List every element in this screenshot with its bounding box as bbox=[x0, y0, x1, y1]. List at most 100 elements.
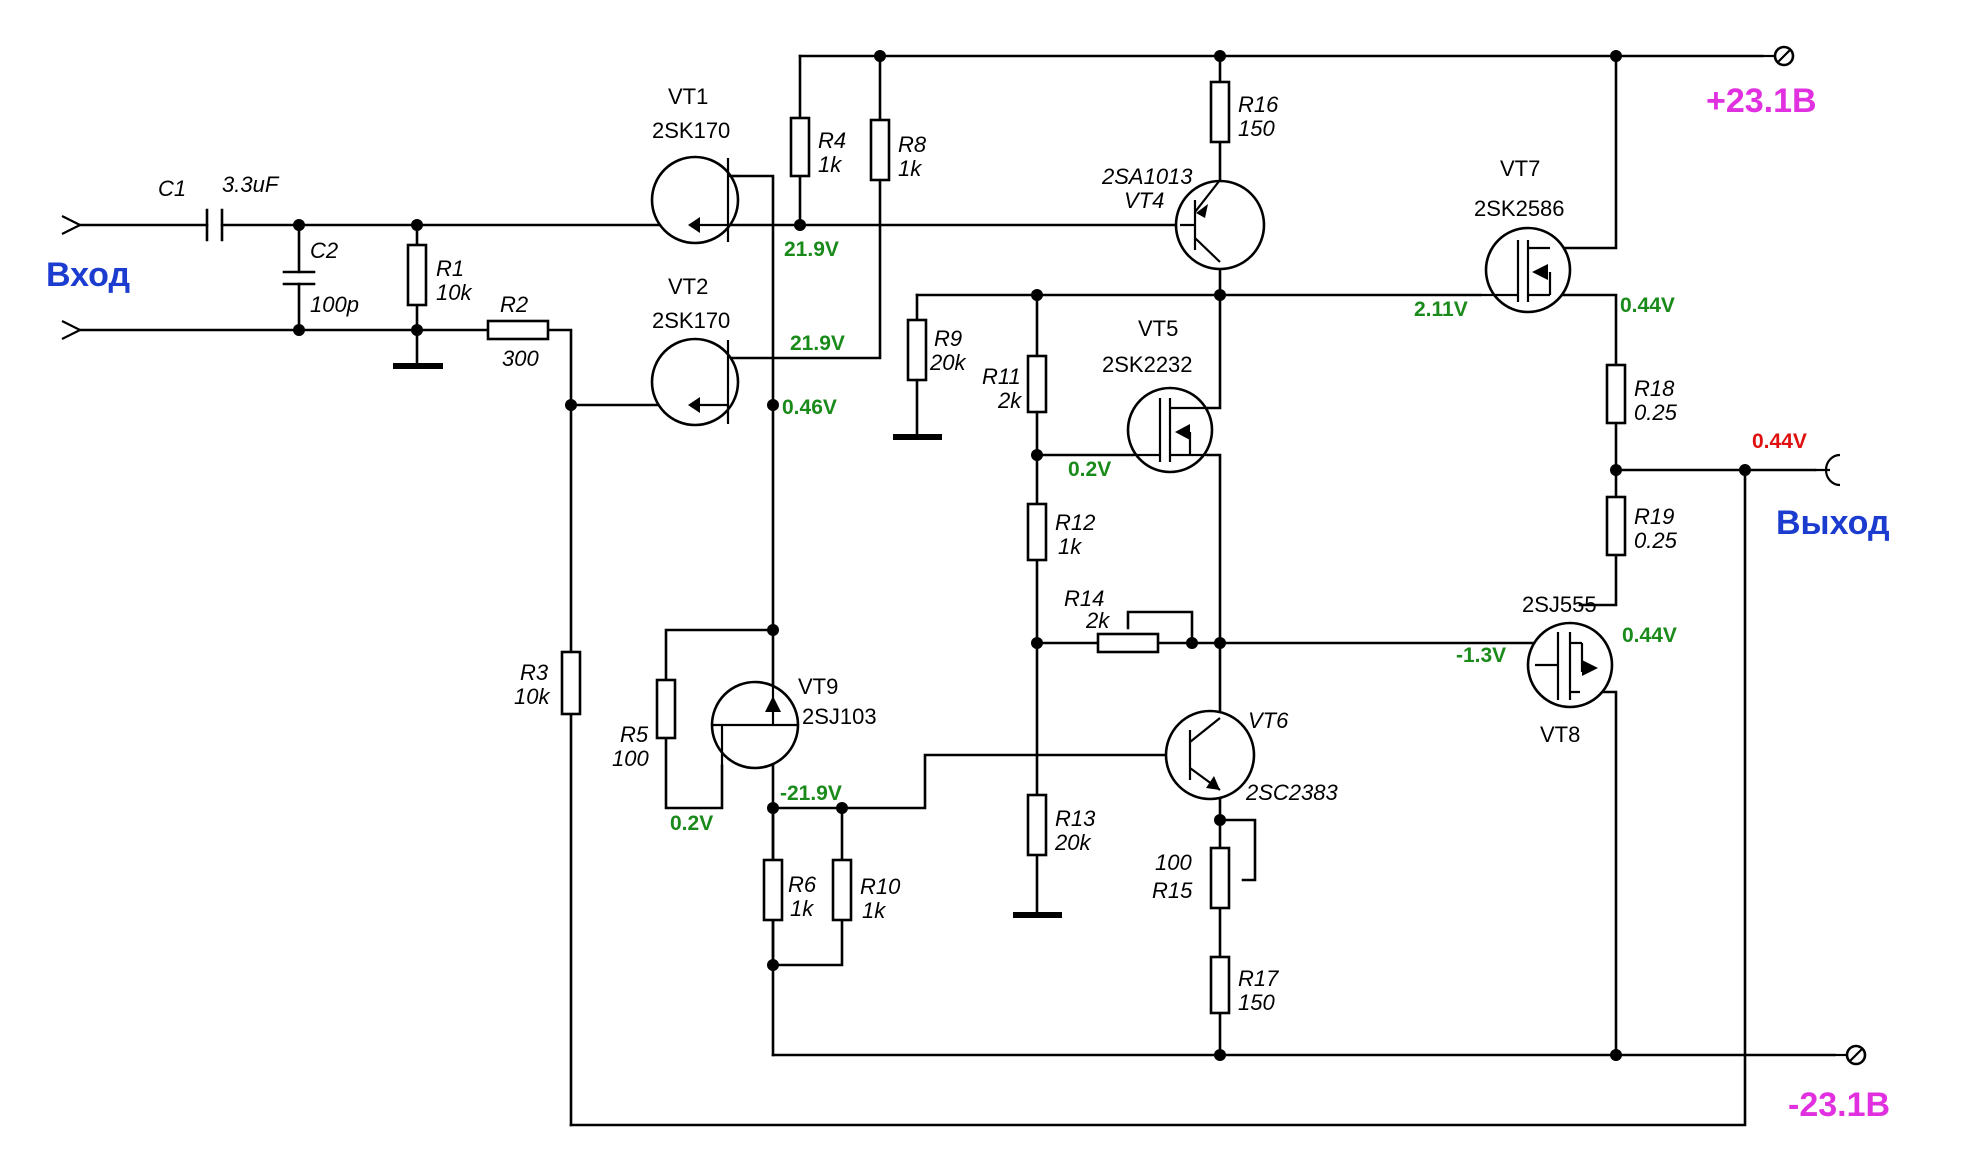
label-r15-ref: R15 bbox=[1152, 878, 1193, 903]
label-r11-value: 2k bbox=[997, 388, 1022, 413]
wire-vt9-drain bbox=[771, 753, 1177, 810]
component-labels: C1 3.3uF C2 100p R1 10k R2 300 R3 10k R4… bbox=[158, 84, 1678, 1015]
terminals bbox=[61, 45, 1867, 1066]
label-r6-value: 1k bbox=[790, 896, 814, 921]
label-r13-ref: R13 bbox=[1055, 806, 1096, 831]
wire-r18-r19 bbox=[1578, 421, 1618, 607]
voltage-vt5-gate: 0.2V bbox=[1068, 458, 1111, 481]
resistors bbox=[406, 80, 1627, 1015]
label-r16-ref: R16 bbox=[1238, 92, 1279, 117]
label-vt6-part: 2SC2383 bbox=[1245, 780, 1339, 805]
label-r16-value: 150 bbox=[1238, 116, 1275, 141]
voltage-vt8-source: 0.44V bbox=[1622, 624, 1677, 647]
label-vt4-ref: VT4 bbox=[1124, 188, 1164, 213]
label-c1-value: 3.3uF bbox=[222, 172, 280, 197]
label-vt2-part: 2SK170 bbox=[652, 308, 730, 333]
label-vt1-ref: VT1 bbox=[668, 84, 708, 109]
transistor-vt1 bbox=[650, 155, 740, 245]
input-terminal-bottom-icon bbox=[61, 320, 83, 340]
label-c2-ref: C2 bbox=[310, 238, 338, 263]
voltage-vt9-drain: -21.9V bbox=[780, 782, 842, 805]
junction-dots bbox=[293, 50, 1751, 1061]
label-r12-ref: R12 bbox=[1055, 510, 1095, 535]
wire-vt5-source bbox=[1206, 453, 1222, 720]
voltage-vt1-drain: 21.9V bbox=[784, 238, 839, 261]
voltage-vt2-drain: 21.9V bbox=[790, 332, 845, 355]
label-r11-ref: R11 bbox=[982, 364, 1021, 389]
label-vt8-ref: VT8 bbox=[1540, 722, 1580, 747]
label-r8-ref: R8 bbox=[898, 132, 927, 157]
wire-vt7-drain bbox=[1548, 54, 1618, 250]
label-r12-value: 1k bbox=[1058, 534, 1082, 559]
transistor-vt5 bbox=[1126, 386, 1214, 474]
label-r3-value: 10k bbox=[514, 684, 550, 709]
resistor-r1 bbox=[406, 243, 428, 307]
label-r2-value: 300 bbox=[502, 346, 539, 371]
voltage-annotations: 21.9V 21.9V 0.46V 0.2V 2.11V 0.44V 0.44V… bbox=[670, 238, 1807, 835]
resistor-r2 bbox=[486, 319, 550, 341]
resistor-r9 bbox=[906, 318, 928, 382]
label-r10-ref: R10 bbox=[860, 874, 901, 899]
wire-feedback-bottom bbox=[569, 468, 1747, 1127]
input-terminal-top-icon bbox=[61, 215, 83, 235]
resistor-r18 bbox=[1605, 363, 1627, 425]
voltage-vt7-source: 0.44V bbox=[1620, 294, 1675, 317]
transistor-vt8 bbox=[1526, 621, 1614, 709]
resistor-r16 bbox=[1209, 80, 1231, 144]
label-vt5-part: 2SK2232 bbox=[1102, 352, 1193, 377]
voltage-vt2-source: 0.46V bbox=[782, 396, 837, 419]
output-terminal-icon bbox=[1815, 453, 1841, 487]
label-r4-value: 1k bbox=[818, 152, 842, 177]
label-vt8-part: 2SJ555 bbox=[1522, 592, 1597, 617]
resistor-r8 bbox=[869, 118, 891, 182]
label-r10-value: 1k bbox=[862, 898, 886, 923]
wire-r15-wiper bbox=[1218, 818, 1257, 882]
capacitor-c1 bbox=[205, 208, 224, 242]
label-c2-value: 100p bbox=[310, 292, 359, 317]
transistors bbox=[650, 155, 1614, 801]
label-r6-ref: R6 bbox=[788, 872, 817, 897]
transistor-vt2 bbox=[650, 337, 740, 427]
wire-vt4-collector bbox=[1206, 260, 1222, 410]
label-r19-ref: R19 bbox=[1634, 504, 1674, 529]
resistor-r10 bbox=[831, 858, 853, 922]
label-vt6-ref: VT6 bbox=[1248, 708, 1289, 733]
label-r8-value: 1k bbox=[898, 156, 922, 181]
voltage-vt7-gate: 2.11V bbox=[1414, 298, 1468, 321]
transistor-vt4 bbox=[1174, 179, 1266, 271]
voltage-vt8-gate: -1.3V bbox=[1456, 644, 1506, 667]
supply-neg-terminal-icon bbox=[1834, 1044, 1867, 1066]
label-r14-ref: R14 bbox=[1064, 586, 1104, 611]
resistor-r3 bbox=[560, 650, 582, 716]
label-r18-ref: R18 bbox=[1634, 376, 1675, 401]
label-vt2-ref: VT2 bbox=[668, 274, 708, 299]
label-vt4-part: 2SA1013 bbox=[1101, 164, 1193, 189]
ground-symbols bbox=[393, 363, 1062, 918]
label-vt7-part: 2SK2586 bbox=[1474, 196, 1565, 221]
label-r5-ref: R5 bbox=[620, 722, 649, 747]
label-r13-value: 20k bbox=[1054, 830, 1091, 855]
transistor-vt9 bbox=[710, 680, 800, 770]
label-r17-value: 150 bbox=[1238, 990, 1275, 1015]
label-r1-ref: R1 bbox=[436, 256, 464, 281]
supply-pos-terminal-icon bbox=[1762, 45, 1795, 67]
resistor-r13 bbox=[1026, 793, 1048, 857]
label-r2-ref: R2 bbox=[500, 292, 528, 317]
wire-r5-loop bbox=[664, 628, 775, 810]
label-r4-ref: R4 bbox=[818, 128, 846, 153]
label-r5-value: 100 bbox=[612, 746, 649, 771]
label-vt9-part: 2SJ103 bbox=[802, 704, 877, 729]
label-vt9-ref: VT9 bbox=[798, 674, 838, 699]
resistor-r17 bbox=[1209, 955, 1231, 1015]
wire-vt1-drain bbox=[726, 174, 775, 1057]
port-labels: Вход Выход +23.1В -23.1В bbox=[46, 82, 1890, 1124]
wire-vt7-source bbox=[1548, 293, 1618, 367]
wires bbox=[78, 54, 1836, 1127]
resistor-r12 bbox=[1026, 502, 1048, 562]
label-vt7-ref: VT7 bbox=[1500, 156, 1540, 181]
voltage-vt9-source: 0.2V bbox=[670, 812, 713, 835]
label-vt5-ref: VT5 bbox=[1138, 316, 1178, 341]
input-label: Вход bbox=[46, 256, 130, 294]
capacitors bbox=[205, 208, 316, 286]
